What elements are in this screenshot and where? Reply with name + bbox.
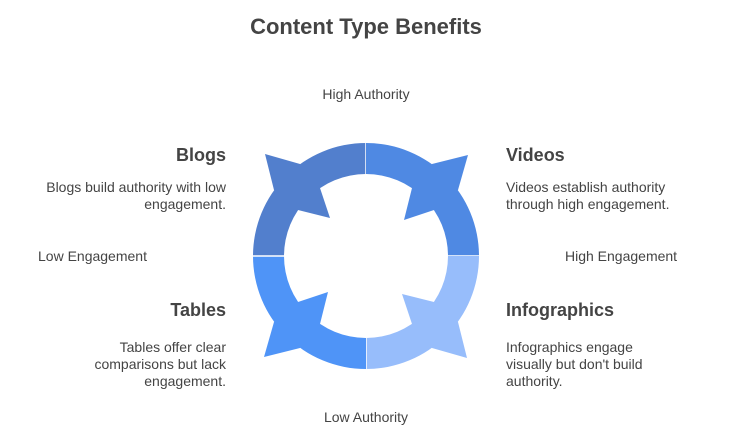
videos-heading: Videos xyxy=(506,145,565,165)
page-title: Content Type Benefits xyxy=(250,14,482,39)
ring-arc xyxy=(366,143,479,256)
tables-description: Tables offer clear comparisons but lack … xyxy=(94,339,226,389)
ring-arc xyxy=(253,143,366,256)
axis-high-authority: High Authority xyxy=(322,86,410,102)
axis-high-engagement: High Engagement xyxy=(565,248,678,264)
ring-arc xyxy=(366,256,479,369)
infographics-segment xyxy=(365,256,479,370)
tables-segment xyxy=(252,255,366,369)
videos-segment xyxy=(366,143,480,257)
blogs-segment xyxy=(253,142,367,256)
blogs-heading: Blogs xyxy=(175,145,226,165)
videos-description: Videos establish authority through high … xyxy=(506,179,670,212)
arrow-spike xyxy=(404,155,468,220)
infographics-description: Infographics engage visually but don't b… xyxy=(506,339,643,389)
axis-low-authority: Low Authority xyxy=(323,409,409,425)
infographics-heading: Infographics xyxy=(506,300,615,320)
arrow-spike xyxy=(402,294,467,358)
axis-low-engagement: Low Engagement xyxy=(38,248,147,264)
arrow-spike xyxy=(265,154,330,218)
ring-arc xyxy=(253,256,366,369)
blogs-description: Blogs build authority with low engagemen… xyxy=(46,179,226,212)
tables-heading: Tables xyxy=(170,300,226,320)
arrow-spike xyxy=(264,292,328,357)
